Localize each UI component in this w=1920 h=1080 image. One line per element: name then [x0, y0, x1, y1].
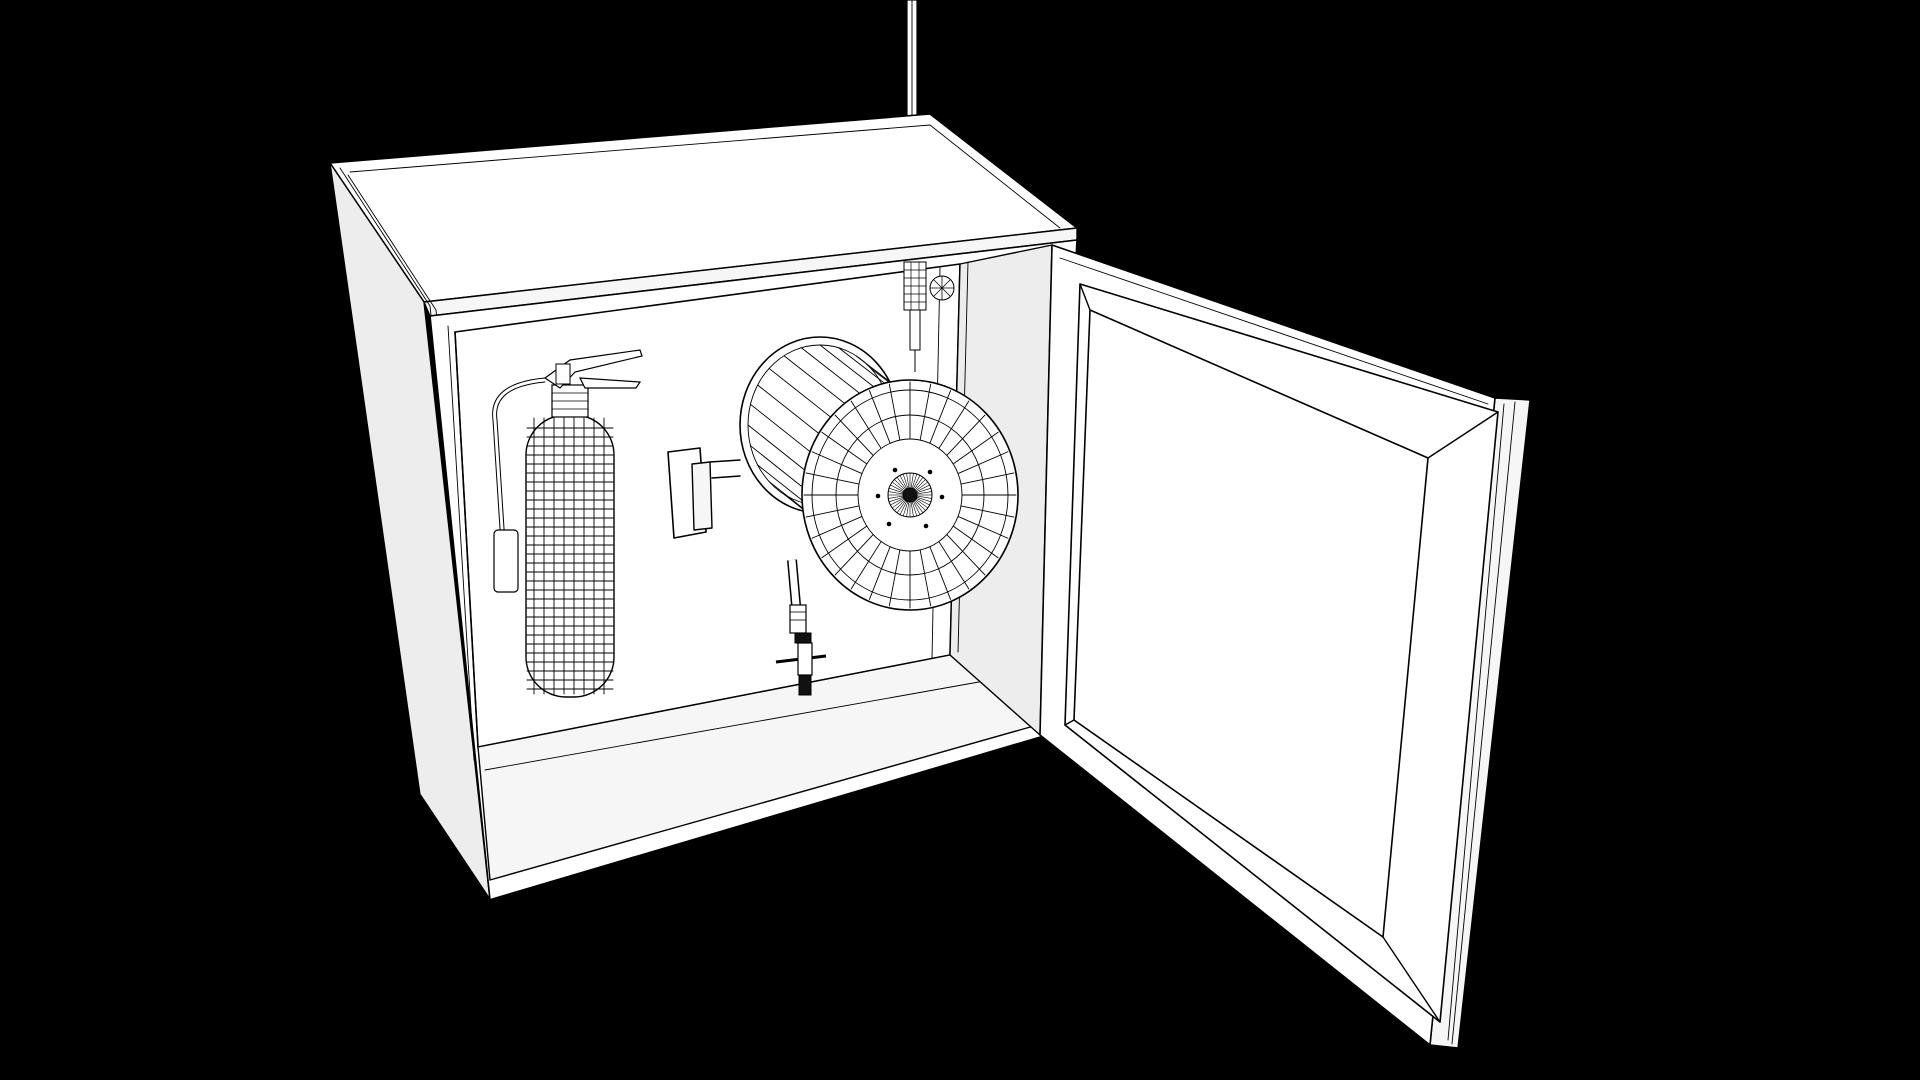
fire-extinguisher: [492, 349, 643, 698]
hose-valve: [903, 261, 955, 372]
hose-nozzle: [775, 559, 827, 696]
open-door: [1039, 244, 1531, 1049]
hose-reel-bracket: [667, 447, 741, 539]
hose-reel: [739, 336, 1019, 611]
